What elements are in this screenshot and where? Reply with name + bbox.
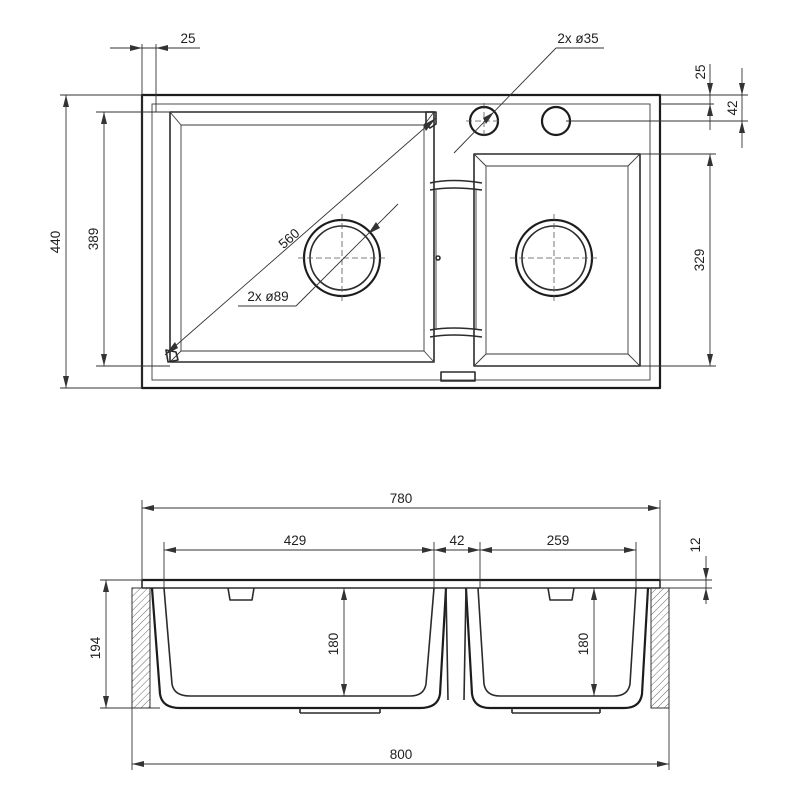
drain-label: 2x ø89	[247, 289, 288, 304]
small-bowl-height-label: 180	[576, 633, 591, 656]
small-bowl-top	[473, 153, 641, 367]
small-bowl-section	[464, 587, 650, 714]
flange-offset-label: 25	[180, 31, 195, 46]
inner-width-dimension: 780	[141, 491, 661, 580]
small-bowl-width-label: 259	[547, 533, 570, 548]
countertop-right	[650, 587, 670, 709]
overall-depth-dimension: 440	[48, 94, 142, 389]
bowl-widths-dimension: 429 42 259	[163, 533, 637, 588]
small-bowl-height-dimension: 180	[576, 588, 597, 696]
tap-hole-leader: 2x ø35	[453, 31, 604, 154]
small-bowl-depth-dimension: 329	[640, 153, 716, 367]
section-view: 780 429 42 259 12	[88, 491, 712, 770]
small-bowl-depth-label: 329	[692, 249, 707, 272]
large-bowl-depth-dimension: 389	[86, 111, 170, 367]
countertop-left	[131, 587, 151, 709]
tap-hole-label: 2x ø35	[557, 31, 598, 46]
divider-bridge	[429, 179, 483, 382]
large-bowl-width-label: 429	[284, 533, 307, 548]
flange-offset-dimension: 25	[110, 31, 200, 388]
large-bowl-top	[165, 111, 437, 363]
overall-width-label: 800	[390, 747, 413, 762]
overall-depth-label: 440	[48, 231, 63, 254]
right-offset-dimensions: 25 42	[566, 64, 748, 148]
flange-thickness-label: 12	[688, 537, 703, 552]
overflow-slot	[440, 371, 476, 382]
large-bowl-height-dimension: 180	[326, 588, 347, 696]
small-drain	[510, 214, 598, 302]
diagonal-dimension: 560	[164, 117, 437, 356]
sink-flange-inner	[151, 103, 651, 381]
flange-thickness-dimension: 12	[660, 537, 712, 604]
top-view: 560 2x ø89 2x ø35 25	[48, 31, 748, 390]
large-bowl-section	[150, 587, 448, 714]
overall-width-dimension: 800	[131, 708, 670, 770]
large-bowl-depth-label: 389	[86, 228, 101, 251]
top-offset-label: 25	[693, 64, 708, 79]
tap-hole-offset-label: 42	[725, 100, 740, 115]
overall-height-label: 194	[88, 636, 103, 659]
diagonal-label: 560	[276, 226, 303, 252]
large-bowl-height-label: 180	[326, 633, 341, 656]
divider-width-label: 42	[449, 533, 464, 548]
tap-holes	[466, 103, 572, 139]
inner-width-label: 780	[390, 491, 413, 506]
overall-height-dimension: 194	[88, 579, 160, 709]
large-drain	[298, 214, 386, 302]
drain-leader: 2x ø89	[238, 203, 399, 307]
tap-hole-2	[540, 105, 572, 137]
